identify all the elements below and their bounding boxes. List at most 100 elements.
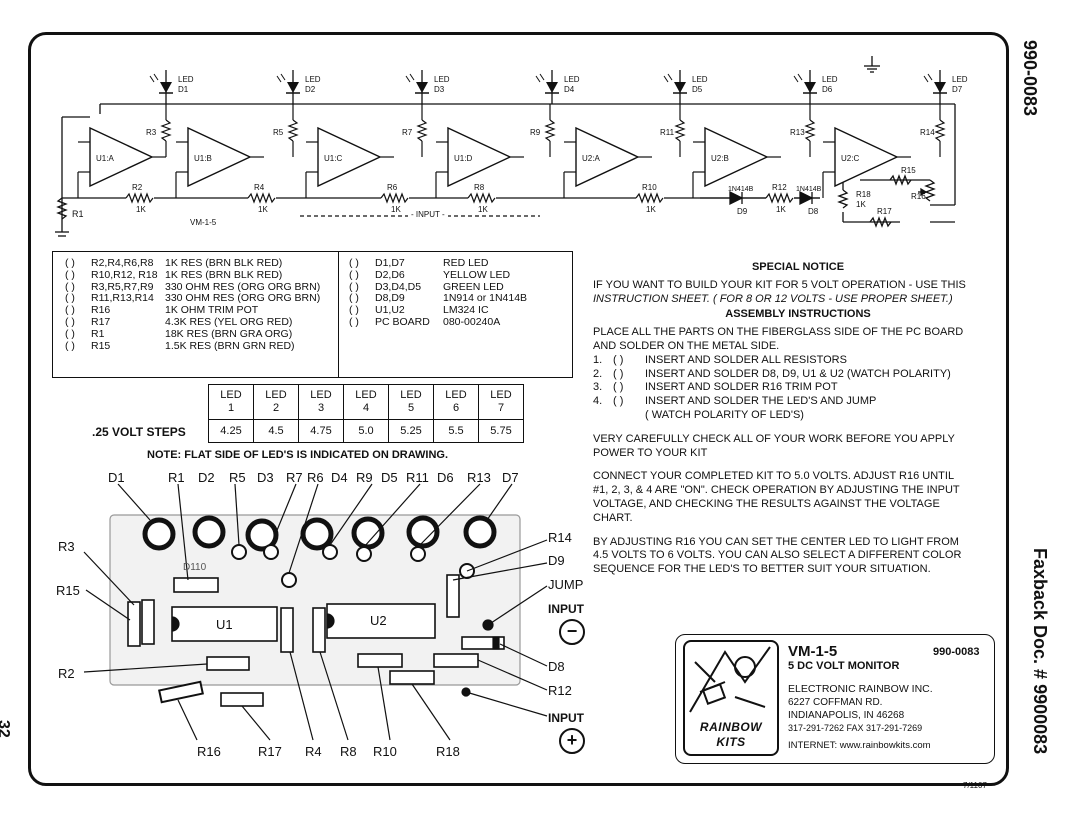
schematic-led-sub: D2 [305, 85, 316, 94]
pcb-label-right: D8 [548, 659, 565, 674]
schematic-led-label: LED [564, 75, 580, 84]
info-phone: 317-291-7262 FAX 317-291-7269 [788, 723, 923, 733]
logo-artwork-icon [689, 646, 771, 713]
pcb-label-bottom: R4 [305, 744, 322, 759]
connect-line4: CHART. [593, 511, 633, 524]
schematic-chain-label: R10 [642, 183, 657, 192]
parts-right-row: ( ) D8,D9 1N914 or 1N414B [349, 293, 527, 305]
schematic-input-label: - INPUT - [408, 210, 448, 219]
pcb-label-top: D7 [502, 470, 519, 485]
step-number: 1. [593, 353, 603, 366]
parts-left-checkbox[interactable]: ( ) [65, 268, 75, 281]
step-checkbox[interactable]: ( ) [613, 367, 624, 380]
schematic-model-tag: VM-1-5 [190, 218, 217, 227]
voltage-table-cell: 4.75 [298, 419, 344, 443]
schematic-r18-label: R18 [856, 190, 871, 199]
schematic-chain-label: R4 [254, 183, 265, 192]
place-line1: PLACE ALL THE PARTS ON THE FIBERGLASS SI… [593, 326, 964, 339]
schematic-opamp: U1:C [305, 126, 394, 198]
step-checkbox[interactable]: ( ) [613, 395, 624, 408]
parts-left-checkbox[interactable]: ( ) [65, 304, 75, 317]
rainbow-kits-logo: RAINBOW KITS [683, 640, 779, 756]
input-plus-label: INPUT [548, 711, 584, 725]
schematic-resistor-label: R13 [790, 128, 805, 137]
adjust-line1: BY ADJUSTING R16 YOU CAN SET THE CENTER … [593, 535, 959, 548]
step-checkbox[interactable]: ( ) [613, 381, 624, 394]
input-plus-sign: + [559, 728, 585, 754]
pcb-label-top: R9 [356, 470, 373, 485]
parts-right-codes: D2,D6 [375, 268, 405, 281]
parts-left-codes: R3,R5,R7,R9 [91, 280, 154, 293]
voltage-table-cell: 5.75 [478, 419, 524, 443]
parts-left-checkbox[interactable]: ( ) [65, 292, 75, 305]
voltage-table-cell: 5.0 [343, 419, 389, 443]
pcb-label-left: R2 [58, 666, 75, 681]
parts-left-codes: R11,R13,R14 [91, 292, 154, 305]
schematic-resistor: R13 [790, 104, 816, 157]
parts-left-checkbox[interactable]: ( ) [65, 315, 75, 328]
parts-right-checkbox[interactable]: ( ) [349, 268, 359, 281]
parts-right-desc: LM324 IC [443, 304, 489, 317]
schematic-d8-part: 1N414B [796, 186, 822, 193]
step-number: 2. [593, 367, 603, 380]
step-checkbox[interactable]: ( ) [613, 353, 624, 366]
special-notice-line2: INSTRUCTION SHEET. ( FOR 8 OR 12 VOLTS -… [593, 292, 953, 305]
parts-left-codes: R1 [91, 327, 105, 340]
schematic-opamp-label: U2:C [841, 154, 859, 163]
parts-right-checkbox[interactable]: ( ) [349, 315, 359, 328]
pcb-label-left: R3 [58, 539, 75, 554]
schematic-opamp: U2:C [822, 126, 911, 198]
schematic-resistor: R9 [530, 104, 556, 157]
parts-left-codes: R10,R12, R18 [91, 268, 158, 281]
instructions-block: SPECIAL NOTICE IF YOU WANT TO BUILD YOUR… [593, 261, 1003, 577]
date-code: 7/1107 [963, 781, 987, 790]
parts-right-checkbox[interactable]: ( ) [349, 280, 359, 293]
schematic-opamp: U2:B [692, 126, 781, 198]
pcb-label-top: D3 [257, 470, 274, 485]
parts-right-desc: 1N914 or 1N414B [443, 292, 528, 305]
parts-left-checkbox[interactable]: ( ) [65, 327, 75, 340]
logo-text-line2: KITS [716, 735, 746, 749]
pcb-label-top: R5 [229, 470, 246, 485]
parts-left-desc: 330 OHM RES (ORG ORG BRN) [165, 292, 321, 305]
logo-text-line1: RAINBOW [699, 720, 763, 734]
info-address1: 6227 COFFMAN RD. [788, 697, 883, 708]
header-led-word: LED [445, 389, 467, 401]
parts-left-checkbox[interactable]: ( ) [65, 257, 75, 269]
parts-right-checkbox[interactable]: ( ) [349, 304, 359, 317]
parts-left-checkbox[interactable]: ( ) [65, 339, 75, 352]
info-part-no: 990-0083 [933, 646, 980, 658]
schematic-opamp: U1:D [435, 126, 524, 198]
pcb-u2-label: U2 [370, 613, 387, 628]
pcb-label-bottom: R17 [258, 744, 282, 759]
voltage-table-cell: 4.25 [208, 419, 254, 443]
schematic-opamp: U1:A [77, 126, 166, 198]
parts-right-checkbox[interactable]: ( ) [349, 292, 359, 305]
input-minus-sign: − [559, 619, 585, 645]
pcb-label-bottom: R8 [340, 744, 357, 759]
parts-right-checkbox[interactable]: ( ) [349, 257, 359, 269]
schematic-resistor: R7 [402, 104, 428, 157]
pcb-led-ring-icon [192, 515, 226, 549]
parts-left-checkbox[interactable]: ( ) [65, 280, 75, 293]
schematic-opamp-label: U1:D [454, 154, 472, 163]
connect-line3: VOLTAGE, AND CHECKING THE RESULTS AGAINS… [593, 497, 940, 510]
header-led-word: LED [265, 389, 287, 401]
schematic-resistor-label: R14 [920, 128, 935, 137]
header-led-word: LED [220, 389, 242, 401]
parts-right-codes: D8,D9 [375, 292, 405, 305]
